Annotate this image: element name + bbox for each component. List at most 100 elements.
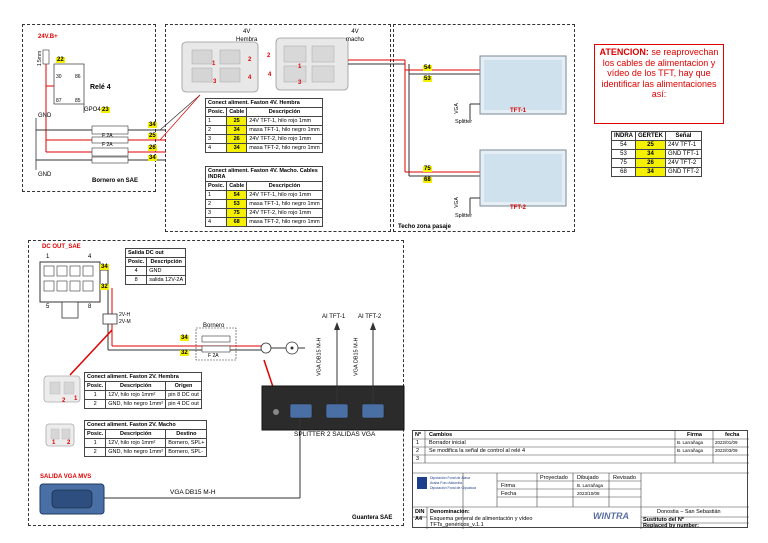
plug-label-h: 2V-H (119, 312, 131, 318)
cell: 24V TFT-1 (665, 140, 702, 150)
dc-out-connector-icon (39, 261, 101, 319)
cell: GND TFT-1 (665, 149, 702, 159)
cell: 25 (634, 140, 667, 150)
gnd-label-bottom: GND (38, 172, 52, 178)
table-header: Posic. (204, 181, 228, 191)
female-4v-connector-icon (181, 41, 259, 93)
table-row: 4 34 masa TFT-2, hilo negro 1mm (204, 143, 323, 153)
splitter-cable-1: VGA DB15 M-H (316, 337, 323, 377)
cell: 34 (634, 167, 667, 177)
tb-row1-firma: B. Larrañaga (677, 440, 704, 445)
cell: 24V TFT-1, hilo rojo 1mm (246, 116, 323, 126)
table-2v-hembra: Conect aliment. Faston 2V. Hembra Posic.… (83, 372, 202, 409)
dc-wire-34: 34 (100, 264, 109, 270)
table-row: 3 75 24V TFT-2, hilo rojo 1mm (204, 208, 323, 218)
table-header: Posic. (204, 107, 228, 117)
bornero-label: Bornero (203, 323, 225, 329)
tb-org-3: Diputación Foral de Gipuzkoa (430, 486, 477, 490)
terminal-block-label: Bornero en SAE (92, 178, 139, 184)
cell: 3 (204, 208, 228, 218)
tb-row1-fecha: 2022/01/09 (715, 440, 738, 445)
splitter-dest-2: AI TFT-2 (358, 314, 382, 320)
tb-h-fecha: fecha (725, 432, 740, 438)
zone-guantera (28, 240, 404, 526)
bornero-wire-34: 34 (180, 335, 189, 341)
table-row: 1 54 24V TFT-1, hilo rojo 1mm (204, 190, 323, 200)
tb-replaced: Replaced by number: (643, 523, 699, 529)
tb-row3-no: 3 (416, 456, 420, 462)
wire-75-label: 75 (423, 166, 432, 172)
table-header: Descripción (246, 181, 323, 191)
dc-pin-8: 8 (88, 304, 92, 310)
table-row: 3 26 24V TFT-2, hilo rojo 1mm (204, 134, 323, 144)
tb-firma-label: Firma (501, 483, 516, 489)
indra-mapping-table: INDRA GERTEK Señal 54 25 24V TFT-1 53 34… (611, 131, 702, 177)
cell: 2 (204, 199, 228, 209)
tb-col-revisado: Revisado (613, 475, 636, 481)
cell: 2 (83, 447, 107, 457)
cell: GND, hilo negro 1mm² (105, 399, 167, 409)
table-header: Posic. (83, 381, 107, 391)
dc-wire-32: 32 (100, 284, 109, 290)
relay-pin-87: 87 (56, 98, 62, 104)
zone-connectors-top (165, 24, 391, 232)
cell: 4 (124, 266, 148, 276)
cell: 1 (83, 438, 107, 448)
tb-row2-firma: B. Larrañaga (677, 448, 704, 453)
tb-col-dibujado: Dibujado (577, 475, 599, 481)
cell: 8 (124, 275, 148, 285)
fuse-rating-2: F 2A (102, 142, 113, 148)
cell: 12V, hilo rojo 1mm² (105, 390, 167, 400)
warning-box: ATENCION: se reaprovechan los cables de … (594, 44, 724, 124)
vga-label-1: VGA (453, 103, 460, 114)
table-row: 2 GND, hilo negro 1mm² Bornero, SPL- (83, 447, 208, 457)
cell: Bornero, SPL- (165, 447, 208, 457)
female-pin-1: 1 (212, 61, 216, 67)
cell: masa TFT-1, hilo negro 1mm (246, 199, 323, 209)
cell: masa TFT-2, hilo negro 1mm (246, 143, 323, 153)
relay-pin-85: 85 (75, 98, 81, 104)
cell: 26 (634, 158, 667, 168)
splitter-dest-1: AI TFT-1 (322, 314, 346, 320)
male-4v-connector-icon (275, 37, 349, 91)
tft2-label: TFT-2 (510, 205, 526, 211)
tft1-monitor-icon (479, 55, 567, 115)
cell: 12V, hilo rojo 1mm² (105, 438, 167, 448)
table-header: Destino (165, 429, 208, 439)
cell: 26 (226, 134, 248, 144)
table-header: INDRA (611, 131, 636, 141)
table-header: Origen (165, 381, 202, 391)
bornero-fuse: F 2A (208, 353, 219, 359)
org-shield-icon (417, 477, 427, 489)
wire-26: 26 (148, 145, 157, 151)
tb-h-no: Nº (415, 432, 421, 438)
tb-org-2: Araba Foru Aldundia (430, 481, 462, 485)
tb-location: Donostia – San Sebastián (657, 509, 721, 515)
cell: GND (146, 266, 187, 276)
ceiling-zone-label: Techo zona pasaje (398, 224, 451, 230)
tb-din: DIN A4 (415, 509, 425, 522)
table-row: 75 26 24V TFT-2 (611, 158, 702, 168)
male-pin-2: 1 (298, 64, 302, 70)
tb-h-cambios: Cambios (429, 432, 453, 438)
table-4v-macho-title: Conect aliment. Faston 4V. Macho. Cables… (205, 166, 323, 181)
2v-plug-icon (102, 313, 118, 325)
splitter-cable-2: VGA DB15 M-H (353, 337, 360, 377)
vga-splitter-icon (261, 385, 405, 431)
cell: 75 (611, 158, 636, 168)
female-pin-4: 4 (248, 75, 252, 81)
tb-sustituto: Sustituto del Nº (643, 517, 684, 523)
tft2-monitor-icon (479, 149, 567, 207)
guantera-label: Guantera SAE (352, 515, 393, 521)
cell: 68 (611, 167, 636, 177)
dc-pin-4: 4 (88, 254, 92, 260)
table-header: Descripción (246, 107, 323, 117)
dc-out-title: DC OUT_SAE (42, 244, 81, 250)
male-pin-1: 2 (267, 53, 271, 59)
tb-col-proyectado: Proyectado (540, 475, 568, 481)
relay-pin-86: 86 (75, 74, 81, 80)
table-header: Posic. (83, 429, 107, 439)
cell: 34 (634, 149, 667, 159)
wire-54-label: 54 (423, 65, 432, 71)
table-row: 1 25 24V TFT-1, hilo rojo 1mm (204, 116, 323, 126)
